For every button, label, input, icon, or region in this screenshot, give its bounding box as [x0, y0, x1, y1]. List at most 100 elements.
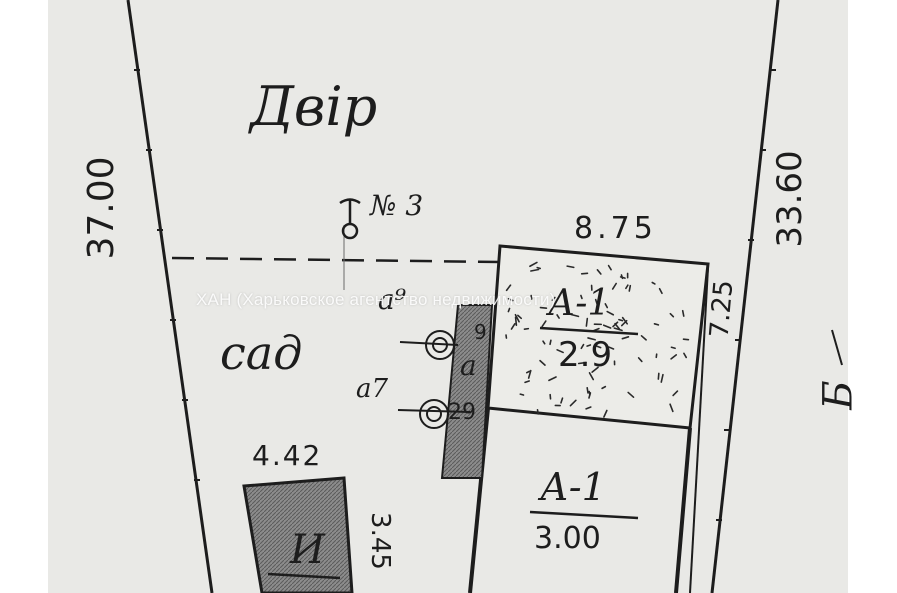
stipple-mark [585, 406, 592, 410]
stipple-mark [621, 316, 629, 325]
stipple-mark [580, 294, 583, 300]
far-right-letter: Б [815, 380, 862, 410]
stipple-mark [541, 320, 547, 328]
stipple-mark [529, 261, 538, 268]
stipple-mark [549, 339, 552, 346]
entrance-marker-a9 [399, 330, 459, 360]
stipple-mark [681, 309, 685, 317]
stipple-mark [602, 324, 612, 329]
garden-label: сад [220, 326, 303, 380]
porch-bottom-label: 29 [448, 400, 476, 425]
yard-garden-divider [171, 256, 501, 264]
stipple-mark [577, 361, 587, 365]
marker-a7-label: а7 [356, 374, 389, 404]
stipple-mark [530, 268, 540, 272]
stipple-mark [606, 310, 615, 316]
shed-fraction-line [267, 572, 341, 580]
stipple-mark [588, 372, 595, 381]
left-boundary-length: 37.00 [81, 156, 122, 260]
stipple-mark [660, 373, 664, 383]
watermark-text: ХАН (Харьковское агентство недвижимости) [196, 290, 556, 309]
stipple-mark [530, 294, 533, 300]
stipple-mark [527, 369, 532, 379]
well-label: № 3 [370, 189, 424, 222]
shed-letter: И [290, 527, 325, 573]
shed-width-label: 4.42 [252, 439, 323, 472]
stipple-mark [669, 403, 674, 413]
stipple-mark [507, 307, 511, 313]
stipple-mark [580, 343, 585, 350]
stipple-mark [523, 327, 530, 330]
stipple-mark [591, 366, 599, 373]
porch-top-label: 9 [474, 320, 487, 344]
lower-part-value: 3.00 [534, 521, 601, 556]
stipple-mark [670, 354, 678, 360]
stipple-mark [658, 287, 663, 295]
stipple-mark [587, 337, 596, 341]
upper-part-code: А-1 [548, 283, 611, 324]
stipple-mark [586, 386, 589, 394]
stipple-mark [595, 345, 602, 349]
entrance-marker-a7 [397, 399, 471, 429]
stipple-mark [570, 313, 580, 318]
stipple-mark [539, 306, 548, 309]
stipple-mark [517, 314, 523, 320]
stipple-mark [637, 357, 643, 363]
upper-part-value: 2.9 [558, 335, 613, 375]
marker-a9-label: а⁹ [378, 283, 406, 316]
right-boundary-length: 33.60 [770, 150, 810, 248]
right-inner-wall-line [689, 267, 709, 593]
stipple-mark [628, 284, 632, 292]
stipple-mark [539, 359, 546, 366]
stipple-mark [669, 312, 675, 318]
stipple-mark [542, 340, 546, 345]
stipple-mark [586, 344, 592, 347]
stipple-mark [608, 346, 615, 350]
stipple-mark [619, 276, 626, 279]
shed-depth-label: 3.45 [365, 512, 395, 570]
stipple-mark [618, 318, 624, 322]
stipple-mark [607, 264, 612, 271]
stipple-mark [556, 314, 560, 319]
stipple-mark [566, 265, 575, 269]
stipple-mark [569, 399, 577, 407]
stipple-mark [510, 323, 516, 330]
house-width-label: 8.75 [574, 211, 657, 246]
stipple-mark [585, 317, 589, 327]
lower-part-code: А-1 [540, 465, 606, 509]
stipple-mark [596, 269, 602, 275]
stipple-mark [604, 303, 609, 309]
stipple-mark [519, 393, 525, 396]
stipple-mark [625, 284, 629, 290]
stipple-mark [514, 313, 520, 323]
boundary-ticks [134, 69, 776, 521]
shed-building [242, 476, 354, 593]
stipple-mark [653, 323, 660, 326]
stipple-mark [551, 296, 556, 301]
stipple-mark [612, 321, 619, 328]
far-right-mark-line [831, 329, 843, 366]
stipple-mark [651, 281, 656, 285]
left-boundary-line [126, 0, 214, 593]
stipple-mark [556, 349, 564, 354]
stipple-mark [672, 390, 679, 397]
stipple-mark [621, 336, 630, 340]
well-symbol [339, 198, 361, 240]
paper-sheet [48, 0, 848, 593]
stipple-mark [588, 390, 591, 396]
stipple-mark [670, 346, 676, 350]
house-lower-right-wall [674, 427, 692, 593]
stipple-mark [525, 370, 531, 374]
stipple-mark [505, 284, 512, 292]
stipple-mark [682, 338, 690, 341]
stipple-mark [611, 282, 617, 290]
stipple-mark [536, 266, 542, 270]
stipple-mark [627, 391, 635, 398]
stipple-mark [560, 397, 564, 404]
stipple-mark [640, 335, 647, 341]
upper-fraction-line [539, 326, 639, 336]
porch-letter: а [460, 349, 477, 382]
stipple-mark [524, 380, 530, 384]
